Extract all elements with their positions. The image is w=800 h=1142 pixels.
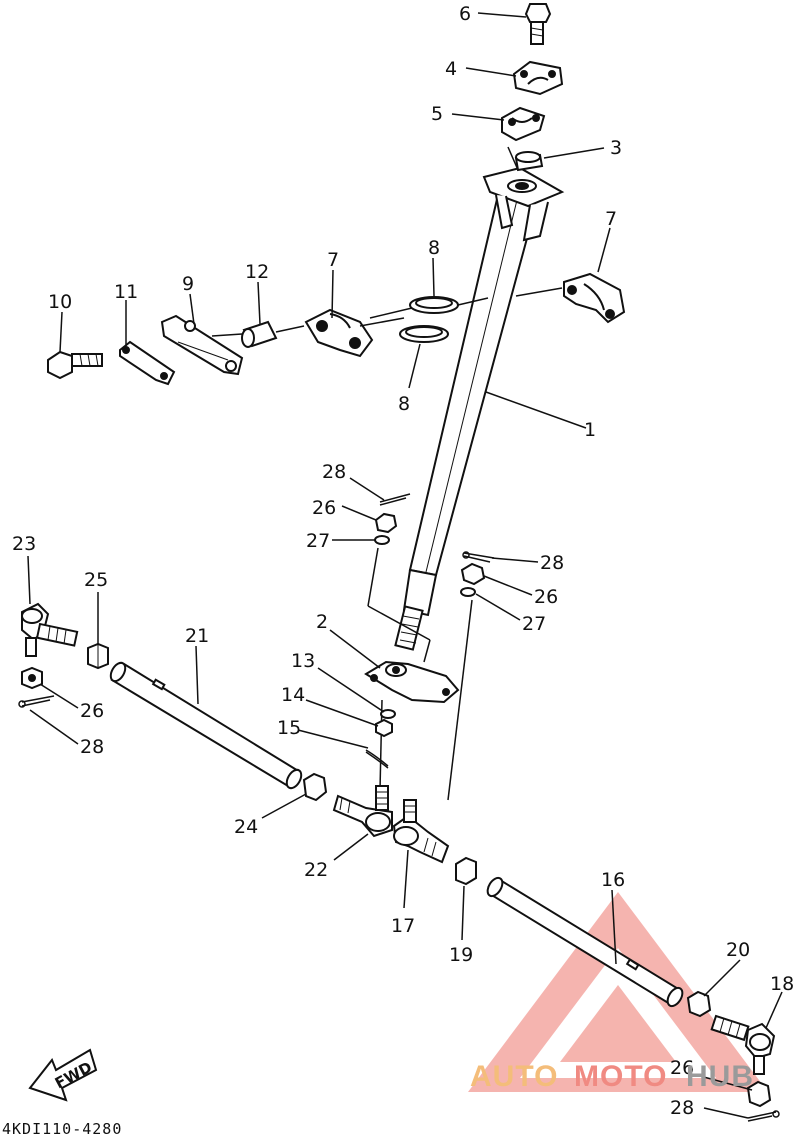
callout-23: 23 (12, 533, 36, 555)
ball-joint-part-22 (332, 785, 393, 838)
washer-part-27-right (460, 587, 476, 597)
callout-3: 3 (610, 137, 622, 159)
callout-10: 10 (48, 291, 72, 313)
ball-joint-part-17 (392, 799, 450, 864)
washer-part-13 (380, 709, 396, 719)
nut-part-26-center (374, 512, 398, 534)
forward-arrow-icon: FWD (28, 1048, 98, 1102)
nut-part-26-right (460, 562, 486, 586)
bushing-part-7-left (304, 308, 374, 358)
tie-rod-end-part-18 (710, 1014, 776, 1075)
callout-8-upper: 8 (428, 237, 440, 259)
callout-22: 22 (304, 859, 328, 881)
leader-lines (27, 12, 783, 1119)
callout-9: 9 (182, 273, 194, 295)
watermark-text: AUTO MOTO HUB (470, 1060, 754, 1093)
callout-13: 13 (291, 650, 315, 672)
callout-8-lower: 8 (398, 393, 410, 415)
part-code: 4KDI110-4280 (2, 1120, 122, 1137)
assembly-lines-top (211, 146, 563, 337)
holder-upper-part-4 (512, 60, 564, 96)
ring-part-8-lower (399, 325, 449, 343)
pin-part-28-center (379, 493, 411, 506)
collar-part-12 (241, 320, 278, 348)
plate-part-11 (119, 340, 176, 386)
tie-rod-part-21 (109, 661, 303, 790)
holder-lower-part-5 (501, 106, 546, 142)
callout-28-right: 28 (540, 552, 564, 574)
callout-21: 21 (185, 625, 209, 647)
callout-2: 2 (316, 611, 328, 633)
callout-1: 1 (584, 419, 596, 441)
pitman-arm-part-2 (364, 660, 460, 704)
watermark-text-moto: MOTO (574, 1060, 667, 1093)
callout-11: 11 (114, 281, 138, 303)
nut-part-19 (455, 856, 477, 886)
ring-part-8-upper (409, 296, 459, 314)
steering-shaft (394, 166, 565, 651)
pin-part-15 (365, 749, 389, 769)
nut-part-14 (375, 718, 393, 738)
callout-14: 14 (281, 684, 305, 706)
holder-part-7-right (563, 272, 626, 324)
callout-18: 18 (770, 973, 794, 995)
callout-26-left: 26 (80, 700, 104, 722)
callout-28-bottom: 28 (670, 1097, 694, 1119)
callout-25: 25 (84, 569, 108, 591)
nut-part-24 (302, 772, 328, 802)
callout-28-left: 28 (80, 736, 104, 758)
watermark-text-auto: AUTO (470, 1060, 558, 1093)
callout-17: 17 (391, 915, 415, 937)
callout-12: 12 (245, 261, 269, 283)
callout-7-right: 7 (605, 208, 617, 230)
nut-part-20 (686, 990, 712, 1018)
watermark-logo (468, 892, 768, 1092)
callout-19: 19 (449, 944, 473, 966)
callout-26-bottom: 26 (670, 1057, 694, 1079)
watermark-text-hub: HUB (686, 1060, 754, 1093)
tie-rod-part-16 (486, 876, 684, 1008)
callout-28-center: 28 (322, 461, 346, 483)
callout-20: 20 (726, 939, 750, 961)
nut-part-26-bottom (746, 1080, 772, 1108)
callout-27-right: 27 (522, 613, 546, 635)
nut-part-25 (87, 642, 109, 670)
callout-26-center: 26 (312, 497, 336, 519)
callout-27-center: 27 (306, 530, 330, 552)
callout-16: 16 (601, 869, 625, 891)
pin-part-28-right (462, 551, 495, 563)
tie-rod-end-part-23 (21, 602, 79, 657)
nut-part-26-left (21, 666, 43, 690)
pin-part-28-bottom (747, 1110, 780, 1122)
callout-6: 6 (459, 3, 471, 25)
bolt-part-6 (524, 3, 552, 45)
pin-part-28-left (18, 695, 55, 708)
callout-7-left: 7 (327, 249, 339, 271)
callout-4: 4 (445, 58, 457, 80)
callout-24: 24 (234, 816, 258, 838)
callout-labels: 6 4 5 3 7 8 8 7 12 9 11 10 1 28 26 27 28… (12, 3, 794, 1119)
washer-part-27-center (374, 535, 390, 545)
bracket-part-9 (160, 314, 244, 376)
bolt-part-10 (47, 350, 103, 380)
callout-26-right: 26 (534, 586, 558, 608)
callout-5: 5 (431, 103, 443, 125)
cap-part-3 (514, 151, 544, 172)
callout-15: 15 (277, 717, 301, 739)
